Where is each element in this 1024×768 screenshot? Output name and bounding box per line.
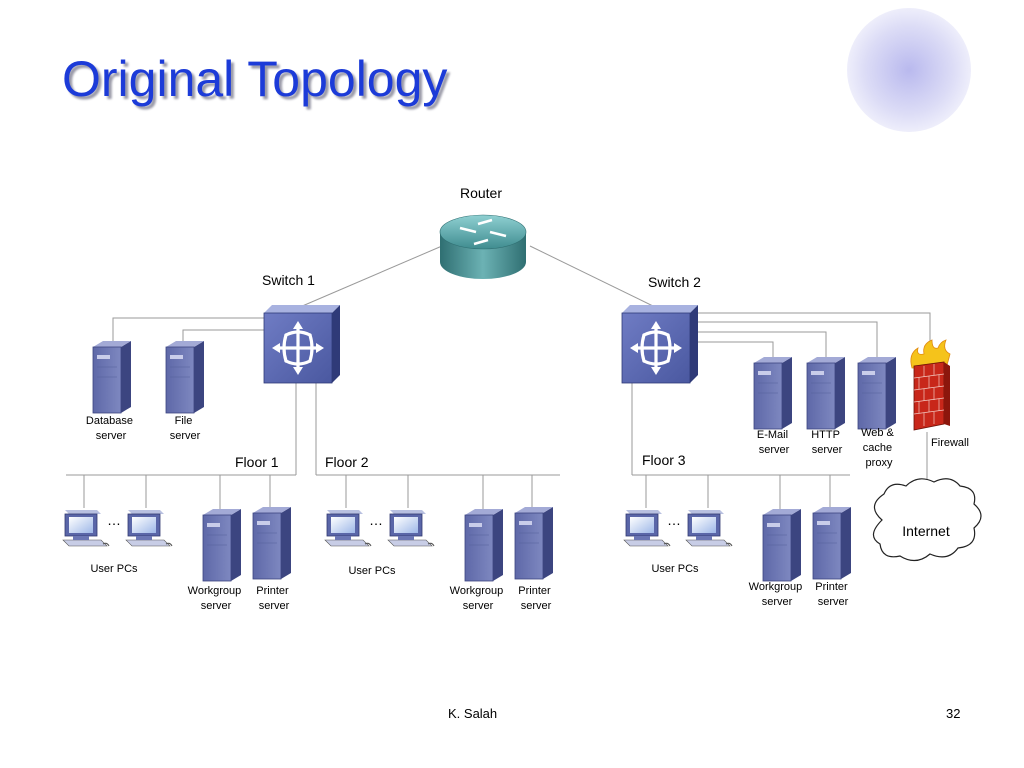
server-tower-icon — [92, 340, 132, 414]
desktop-pc-icon — [324, 509, 372, 547]
desktop-pc-icon — [387, 509, 435, 547]
decorative-circle — [847, 8, 971, 132]
floor-3: Floor 3 … User PCs Workgroup server Prin… — [623, 452, 852, 608]
database-server-label: Database server — [86, 415, 136, 442]
server-tower-icon — [753, 356, 793, 430]
switch-icon — [620, 303, 700, 385]
server-tower-icon — [165, 340, 205, 414]
email-server: E-Mail server — [753, 356, 793, 456]
router: Router — [439, 185, 527, 279]
server-tower-icon — [464, 508, 504, 582]
floor-1: Floor 1 … User PCs Workgroup server Prin… — [62, 454, 292, 612]
server-tower-icon — [857, 356, 897, 430]
file-server: File server — [165, 340, 205, 442]
switch-2-label: Switch 2 — [648, 274, 701, 290]
switch-icon — [262, 303, 342, 385]
workgroup-server-label: Workgroup server — [450, 585, 507, 612]
cloud-icon — [872, 478, 982, 562]
web-cache-proxy-label: Web & cache proxy — [861, 427, 897, 469]
firewall-label: Firewall — [931, 437, 969, 449]
http-server: HTTP server — [806, 356, 846, 456]
server-tower-icon — [806, 356, 846, 430]
web-cache-proxy: Web & cache proxy — [857, 356, 897, 469]
desktop-pc-icon — [62, 509, 110, 547]
printer-server-label: Printer server — [518, 585, 553, 612]
slide-title: Original Topology — [62, 51, 448, 107]
server-tower-icon — [514, 506, 554, 580]
internet-label: Internet — [902, 523, 950, 539]
floor-label: Floor 2 — [325, 454, 369, 470]
switch-1: Switch 1 — [262, 272, 342, 385]
wires — [66, 245, 931, 512]
footer-author: K. Salah — [448, 706, 498, 721]
router-label: Router — [460, 185, 502, 201]
email-server-label: E-Mail server — [757, 429, 791, 456]
user-pcs-label: User PCs — [90, 563, 138, 575]
firewall-icon — [910, 339, 951, 431]
desktop-pc-icon — [685, 509, 733, 547]
floor-label: Floor 1 — [235, 454, 279, 470]
pc-ellipsis: … — [107, 512, 121, 528]
floor-label: Floor 3 — [642, 452, 686, 468]
footer-page-number: 32 — [946, 706, 961, 721]
internet: Internet — [872, 478, 982, 562]
server-tower-icon — [202, 508, 242, 582]
desktop-pc-icon — [125, 509, 173, 547]
pc-ellipsis: … — [369, 512, 383, 528]
file-server-label: File server — [170, 415, 201, 442]
server-tower-icon — [812, 506, 852, 580]
router-icon — [439, 214, 527, 279]
floor-2: Floor 2 … User PCs Workgroup server Prin… — [324, 454, 554, 612]
firewall: Firewall — [910, 339, 969, 449]
database-server: Database server — [86, 340, 136, 442]
switch-1-label: Switch 1 — [262, 272, 315, 288]
server-tower-icon — [762, 508, 802, 582]
pc-ellipsis: … — [667, 512, 681, 528]
workgroup-server-label: Workgroup server — [188, 585, 245, 612]
user-pcs-label: User PCs — [651, 563, 699, 575]
user-pcs-label: User PCs — [348, 565, 396, 577]
switch-2: Switch 2 — [620, 274, 701, 385]
desktop-pc-icon — [623, 509, 671, 547]
workgroup-server-label: Workgroup server — [749, 581, 806, 608]
printer-server-label: Printer server — [256, 585, 291, 612]
server-tower-icon — [252, 506, 292, 580]
http-server-label: HTTP server — [811, 429, 843, 456]
printer-server-label: Printer server — [815, 581, 850, 608]
